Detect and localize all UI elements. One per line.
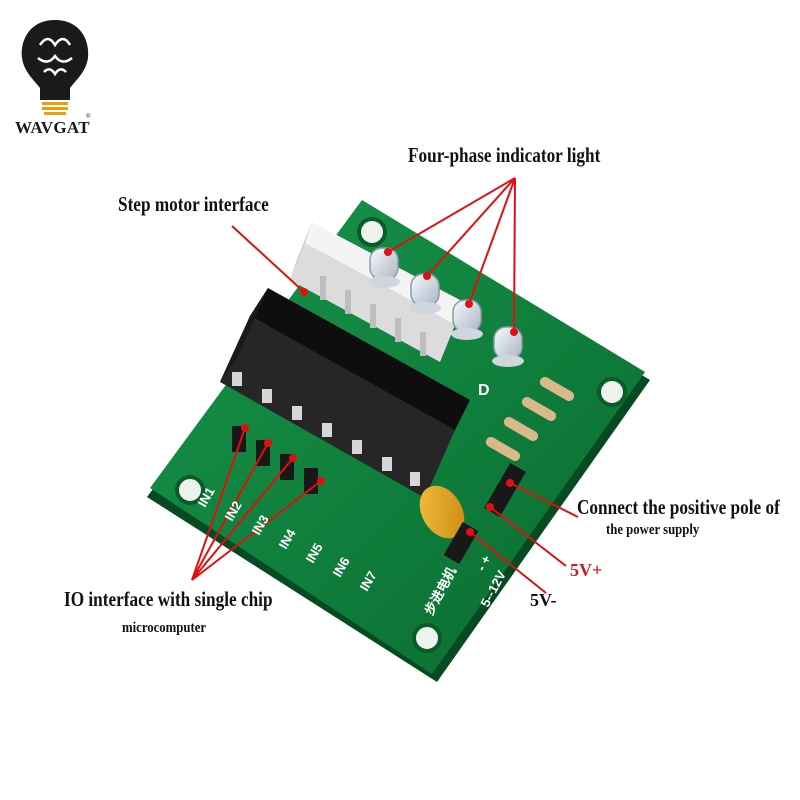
brand-name: WAVGAT [15,118,90,137]
led-3 [451,299,483,340]
brand-registered-mark: ® [86,114,91,120]
label-5v-minus: 5V- [530,590,557,610]
led-2 [409,273,441,314]
label-power-positive: Connect the positive pole of [577,495,780,519]
led-silk-letter: D [478,382,490,399]
led-4 [492,326,524,367]
label-microcomputer: microcomputer [122,620,207,636]
label-io-interface: IO interface with single chip [64,587,273,611]
label-indicator-light: Four-phase indicator light [408,143,601,167]
pointer-lines [191,177,579,594]
label-step-motor-interface: Step motor interface [118,192,269,216]
driver-chip [220,288,470,498]
led-1 [368,247,400,288]
resistors [485,377,575,461]
brand-logo [21,20,89,115]
label-power-supply: the power supply [606,522,700,538]
power-marks-silk: - + [473,552,494,573]
mounting-holes [175,217,627,653]
capacitor [419,485,465,539]
pointer-dots [241,248,518,536]
label-5v-plus: 5V+ [570,560,603,580]
